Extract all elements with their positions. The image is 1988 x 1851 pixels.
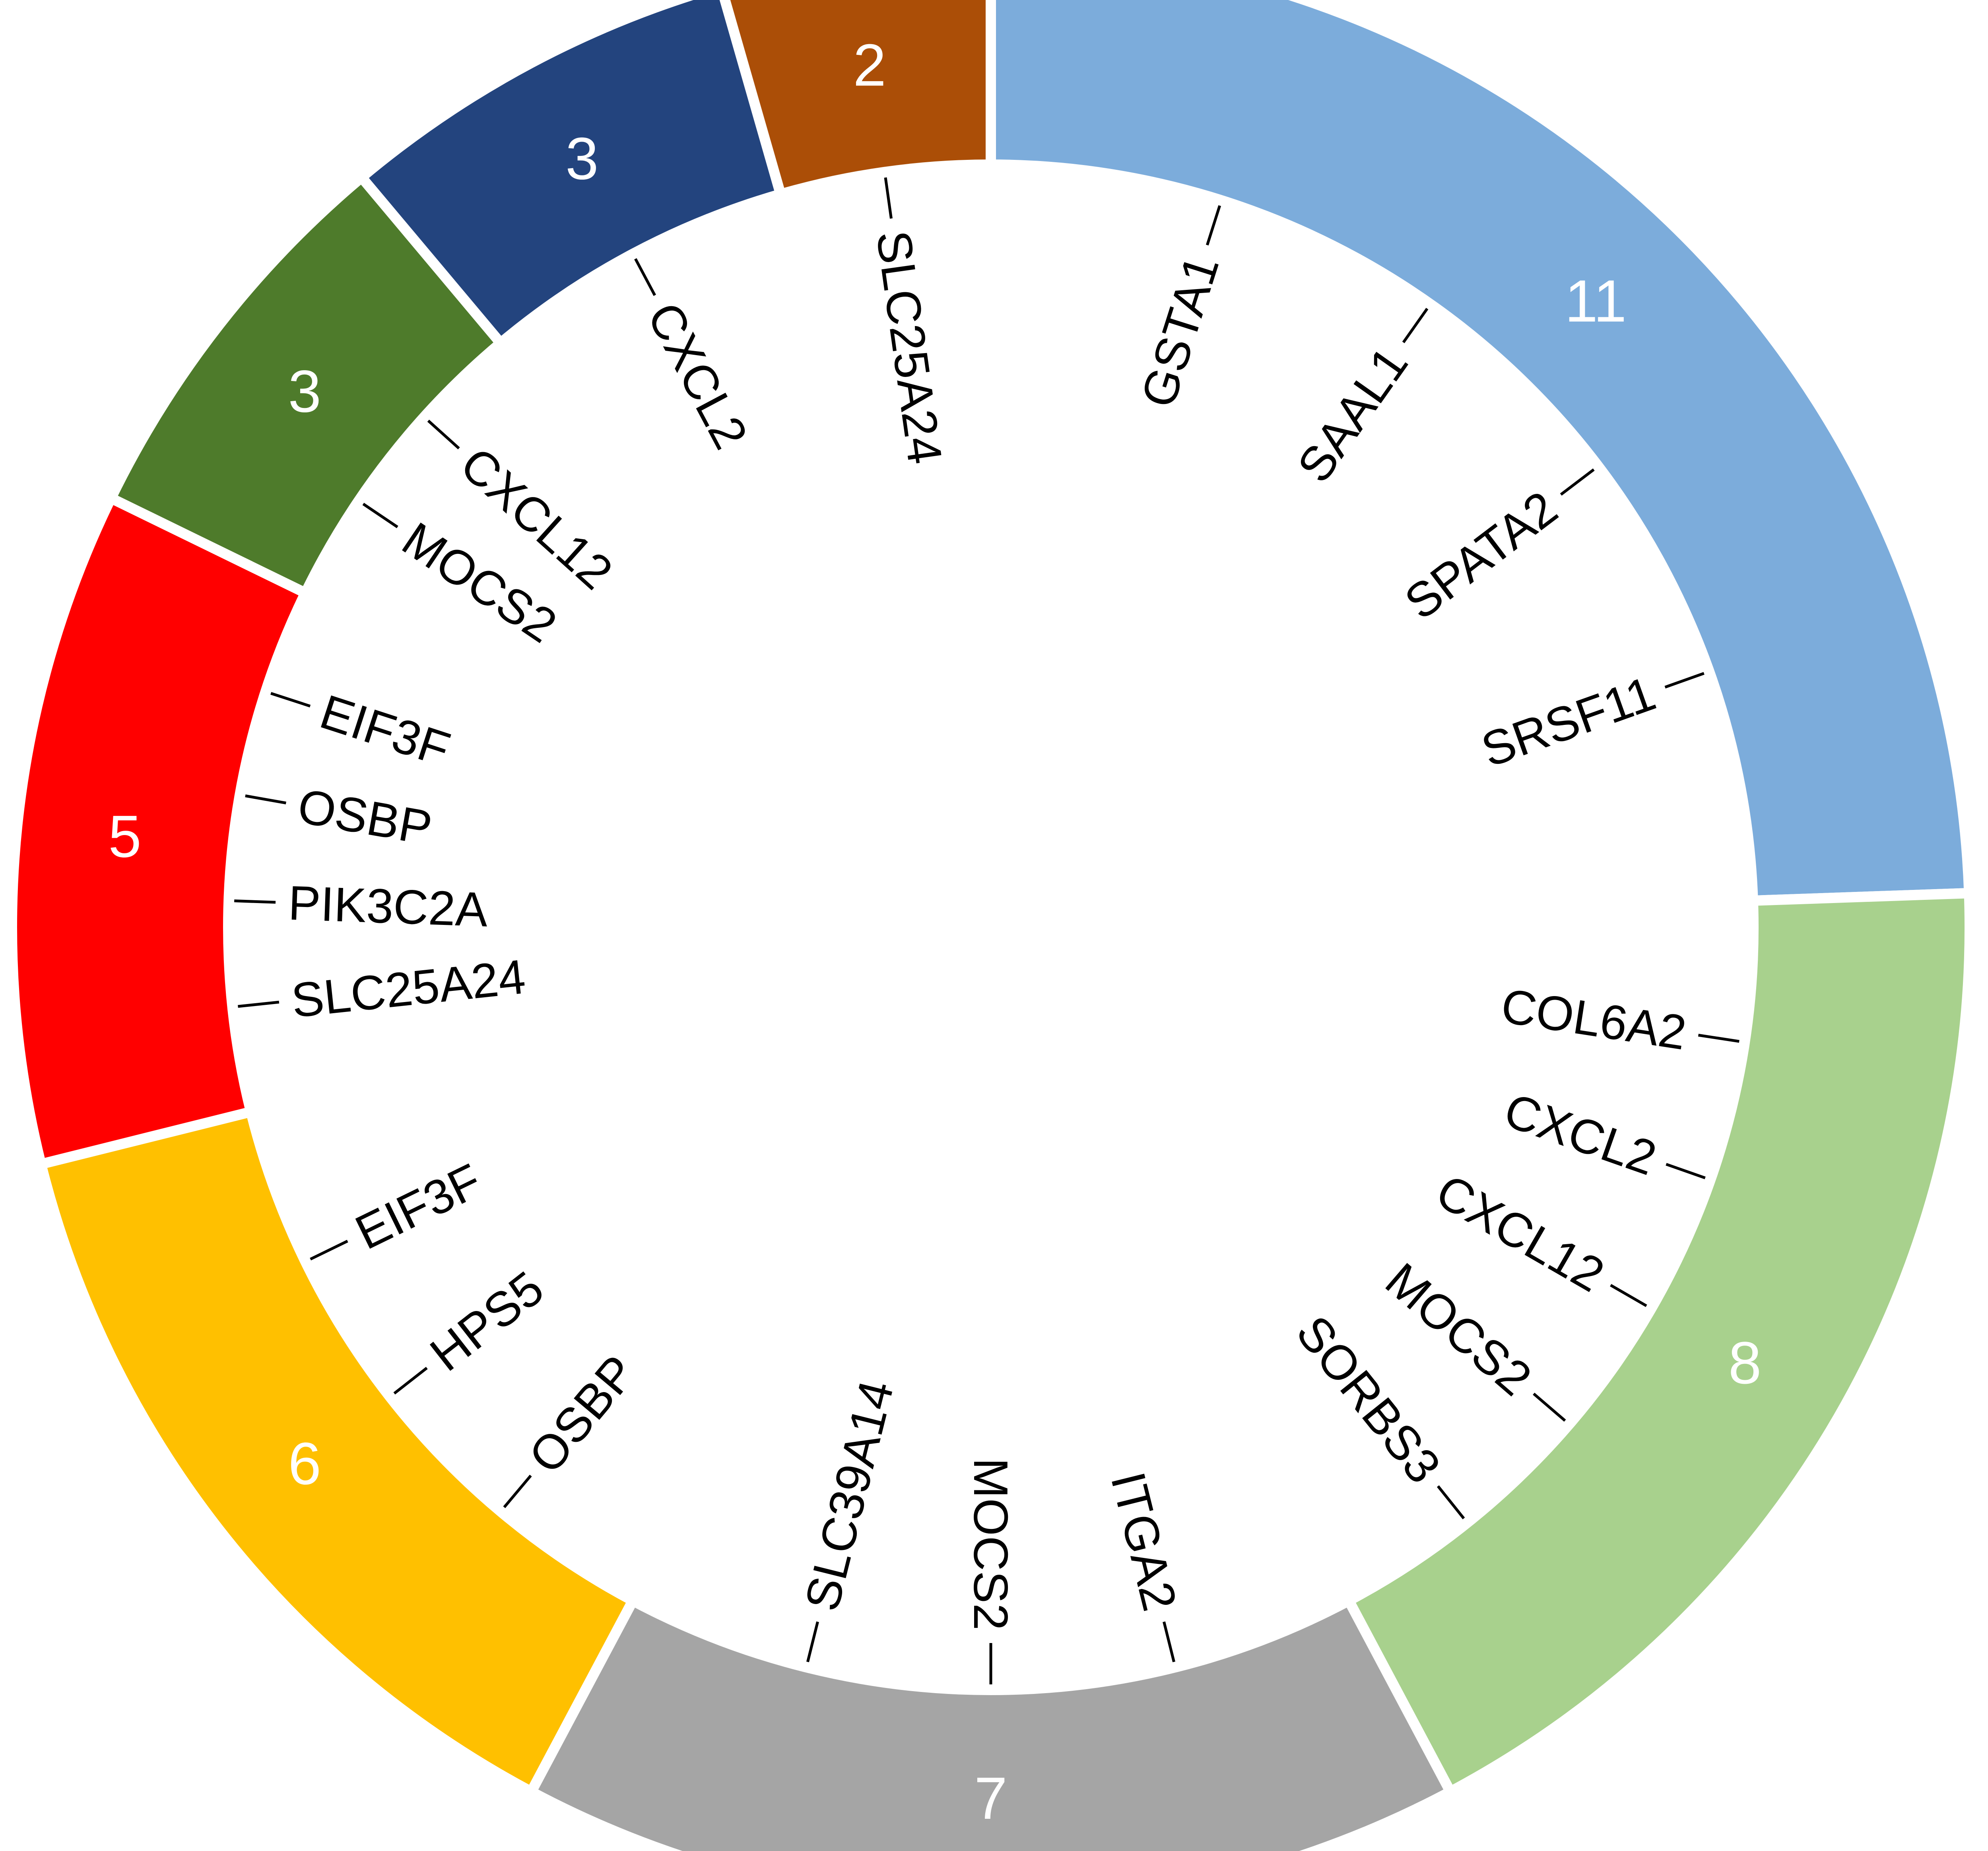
gene-leader-line [238,1000,280,1008]
gene-label: MOCS2 [1376,1253,1542,1406]
gene-labels: GSTA1SAAL1SPATA2SRSF11COL6A2CXCL2CXCL12M… [287,227,1690,1630]
gene-leader-line [310,1239,348,1261]
donut-segment[interactable] [1342,888,1975,1799]
gene-leader-line [1610,1284,1647,1307]
gene-leader-line [1664,672,1705,689]
gene-leader-line [245,794,286,804]
segment-count: 8 [1728,1329,1761,1396]
gene-label: ITGA2 [1101,1467,1187,1616]
gene-leader-line [270,692,311,708]
gene-label: SPATA2 [1395,481,1567,630]
donut-segment[interactable] [524,1593,1458,1851]
gene-label: SRSF11 [1475,666,1662,777]
gene-leader-line [234,899,276,904]
gene-leader-line [1666,1163,1706,1179]
segment-count: 11 [1565,268,1627,334]
donut-segment[interactable] [35,1105,640,1799]
gene-leader-line [1206,205,1221,246]
donut-segment[interactable] [986,0,1974,906]
donut-count-labels: 11 8 7 6 5 3 3 2 [108,31,1761,1832]
gene-leader-line [884,177,893,219]
gene-leader-line [1533,1393,1566,1422]
gene-label: EIF3F [314,684,456,777]
gene-label: CXCL12 [1427,1164,1613,1302]
gene-label: SAAL1 [1287,337,1418,492]
gene-label: CXCL2 [637,294,758,457]
gene-leader-line [1698,1033,1740,1043]
gene-leader-line [634,258,656,296]
gene-label: MOCS2 [964,1458,1018,1630]
donut-segment[interactable] [7,491,313,1171]
gene-label: OSBP [294,779,436,855]
gene-label: HPS5 [420,1261,553,1381]
gene-label: SLC25A24 [866,227,953,467]
gene-leader-line [1402,308,1429,344]
segment-count: 6 [288,1430,321,1497]
gene-leader-line [806,1621,819,1663]
donut-segment[interactable] [354,0,787,351]
gene-leader-line [393,1367,428,1395]
segment-count: 7 [974,1765,1007,1832]
gene-leader-line [362,503,398,528]
donut-segment[interactable] [719,0,996,201]
gene-label: COL6A2 [1498,979,1690,1060]
gene-label: GSTA1 [1131,249,1229,414]
gene-label: SLC25A24 [289,949,528,1027]
gene-leader-line [1437,1485,1465,1519]
gene-label: OSBP [518,1345,646,1483]
gene-leader-lines [234,177,1740,1684]
gene-label: CXCL2 [1498,1083,1663,1186]
gene-leader-line [1560,468,1595,496]
gene-leader-line [1163,1621,1176,1663]
segment-count: 3 [288,358,321,425]
gene-label: EIF3F [347,1153,489,1260]
donut-segments [7,0,1975,1851]
segment-count: 3 [565,125,598,192]
gene-leader-line [503,1474,532,1508]
gene-leader-line [427,420,460,450]
segment-count: 5 [108,803,141,870]
segment-count: 2 [853,31,886,98]
gene-label: SLC39A14 [794,1375,904,1616]
gene-label: PIK3C2A [287,876,489,936]
